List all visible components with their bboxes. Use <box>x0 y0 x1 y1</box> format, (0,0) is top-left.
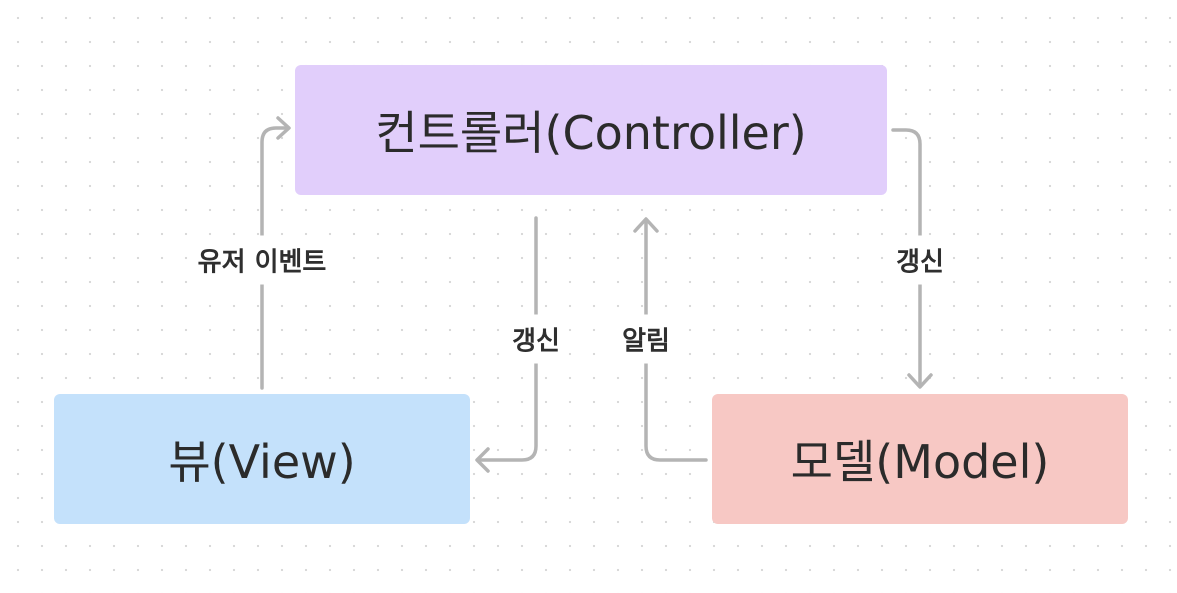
arrowhead-controller-to-model <box>907 373 933 389</box>
edge-label-controller-to-view: 갱신 <box>506 314 566 364</box>
edge-label-model-to-controller: 알림 <box>616 314 676 364</box>
arrowhead-view-to-controller <box>276 116 291 140</box>
model-node-label: 모델(Model) <box>790 435 1050 489</box>
connector-view-to-controller <box>260 126 290 390</box>
edge-label-controller-to-model: 갱신 <box>890 235 950 285</box>
edge-label-user-event: 유저 이벤트 <box>191 235 333 285</box>
controller-node: 컨트롤러(Controller) <box>295 65 887 195</box>
connector-controller-to-view <box>476 216 538 462</box>
model-node: 모델(Model) <box>712 394 1128 524</box>
arrowhead-controller-to-view <box>475 447 490 473</box>
connector-controller-to-model <box>891 128 922 388</box>
controller-node-label: 컨트롤러(Controller) <box>375 106 807 160</box>
arrowhead-model-to-controller <box>633 217 659 233</box>
view-node: 뷰(View) <box>54 394 470 524</box>
view-node-label: 뷰(View) <box>168 435 356 489</box>
connector-model-to-controller <box>644 218 708 462</box>
